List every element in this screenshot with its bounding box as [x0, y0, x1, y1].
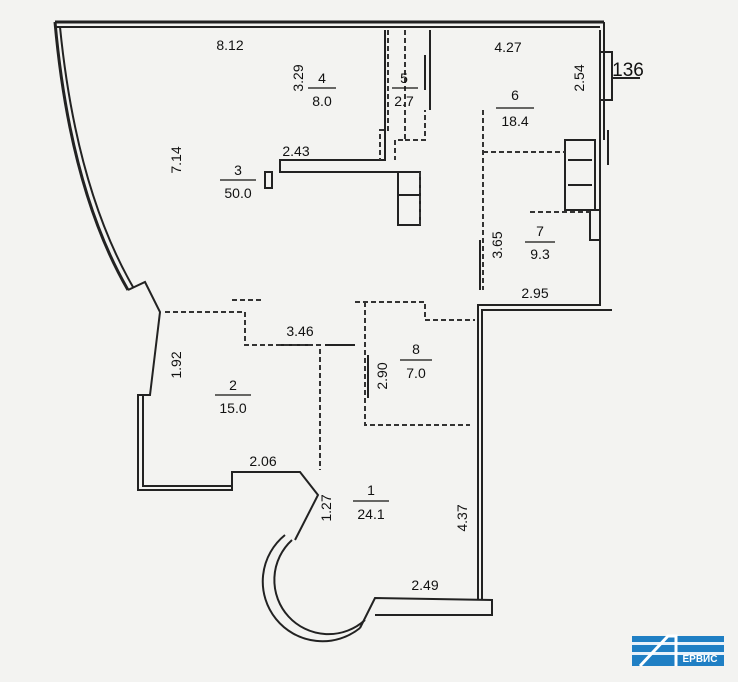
room-number: 4 — [318, 70, 326, 86]
room-number: 3 — [234, 162, 242, 178]
walls — [53, 20, 640, 643]
room-area: 2.7 — [394, 93, 414, 109]
dim-4-37: 4.37 — [454, 504, 470, 531]
dim-7-14: 7.14 — [168, 146, 184, 173]
room-label-2: 2 15.0 — [215, 377, 251, 416]
dim-3-65: 3.65 — [489, 231, 505, 258]
dimension-labels: 8.12 4.27 2.54 3.29 2.43 7.14 3.65 2.95 … — [168, 37, 644, 593]
room-area: 18.4 — [501, 113, 528, 129]
room-label-1: 1 24.1 — [353, 482, 389, 522]
room-label-5: 5 2.7 — [392, 70, 418, 109]
room-area: 50.0 — [224, 185, 251, 201]
room-number: 8 — [412, 341, 420, 357]
room-number: 1 — [367, 482, 375, 498]
dim-2-06: 2.06 — [249, 453, 276, 469]
room-number: 7 — [536, 223, 544, 239]
room-label-3: 3 50.0 — [220, 162, 256, 201]
room-label-8: 8 7.0 — [400, 341, 432, 381]
svg-text:ЕРВИС: ЕРВИС — [683, 654, 718, 665]
dim-3-46: 3.46 — [286, 323, 313, 339]
room-area: 15.0 — [219, 400, 246, 416]
dim-2-49: 2.49 — [411, 577, 438, 593]
room-number: 2 — [229, 377, 237, 393]
partitions — [165, 30, 590, 470]
room-number: 6 — [511, 87, 519, 103]
dim-8-12: 8.12 — [216, 37, 243, 53]
room-area: 9.3 — [530, 246, 550, 262]
room-area: 24.1 — [357, 506, 384, 522]
room-label-7: 7 9.3 — [525, 223, 555, 262]
dim-3-29: 3.29 — [290, 64, 306, 91]
dim-1-27: 1.27 — [318, 494, 334, 521]
dim-2-95: 2.95 — [521, 285, 548, 301]
company-logo: ЕРВИС — [632, 634, 724, 668]
dim-1-92: 1.92 — [168, 351, 184, 378]
dim-4-27: 4.27 — [494, 39, 521, 55]
dim-2-90: 2.90 — [374, 362, 390, 389]
room-number: 5 — [400, 70, 408, 86]
room-area: 8.0 — [312, 93, 332, 109]
room-label-4: 4 8.0 — [308, 70, 336, 109]
dim-2-43: 2.43 — [282, 143, 309, 159]
dim-2-54: 2.54 — [571, 64, 587, 91]
apartment-number: 136 — [612, 60, 644, 81]
room-area: 7.0 — [406, 365, 426, 381]
room-label-6: 6 18.4 — [496, 87, 534, 129]
